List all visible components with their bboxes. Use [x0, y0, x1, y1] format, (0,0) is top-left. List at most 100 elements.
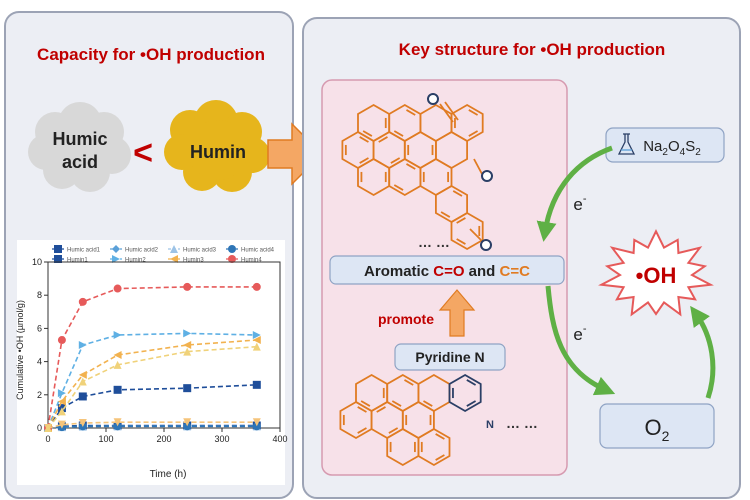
oxygen-atom-3	[480, 239, 492, 251]
chart-legend-marker	[54, 255, 62, 263]
chart-y-tick-label: 0	[37, 423, 42, 433]
chart-x-axis-label: Time (h)	[150, 469, 187, 480]
quinone-aromatic-molecule	[341, 103, 484, 251]
co-bond-label: C=O	[433, 263, 465, 280]
pyridine-nitrogen-atom: N	[486, 419, 494, 431]
chart-data-point	[183, 282, 192, 291]
pyridine-ring	[448, 373, 482, 413]
right-panel: Key structure for •OH production … … Aro…	[302, 17, 741, 499]
oh-radical-burst	[598, 229, 714, 317]
chart-data-point	[57, 389, 66, 398]
chart-legend-marker	[112, 245, 120, 253]
humic-label-line2: acid	[62, 152, 98, 172]
oh-production-chart: Humic acid1 Humic acid2 Humic acid3 Humic a…	[15, 240, 288, 485]
electron-arrow-1	[536, 145, 613, 242]
reagent-sub-3: 2	[695, 147, 701, 158]
chart-legend-marker	[170, 245, 178, 253]
chart-legend-label: Humin3	[183, 258, 204, 264]
oxygen-label: O2	[645, 415, 670, 444]
carbonyl-oxygen-group	[427, 93, 493, 251]
chart-data-point	[113, 360, 122, 369]
aromatic-prefix: Aromatic	[364, 263, 433, 280]
chart-legend-marker	[54, 245, 62, 253]
chart-legend-marker	[228, 255, 236, 263]
humic-label-line1: Humic	[52, 129, 107, 149]
cc-bond-label: C=C	[500, 263, 531, 280]
chart-data-point	[252, 342, 261, 351]
chart-x-tick-label: 0	[45, 434, 50, 444]
oh-radical-label: •OH	[636, 263, 677, 288]
chart-legend-label: Humic acid4	[241, 248, 275, 254]
chart-data-point	[78, 377, 87, 386]
o2-to-oh-arrow	[690, 305, 716, 399]
reagent-sub-1: 2	[662, 147, 668, 158]
humin-cloud: Humin	[164, 100, 270, 192]
chart-data-point	[252, 282, 261, 291]
chart-data-point	[113, 284, 122, 293]
and-label: and	[465, 263, 500, 280]
chart-data-point	[78, 392, 87, 401]
chart-background	[17, 240, 285, 485]
chart-data-point	[113, 418, 122, 427]
electron-label-2: e-	[573, 323, 586, 344]
chart-data-point	[252, 380, 261, 389]
chart-data-point	[78, 341, 87, 349]
electron-arrow-2	[545, 285, 616, 396]
chart-y-tick-label: 4	[37, 357, 42, 367]
aromatic-label-text: Aromatic C=O and C=C	[364, 263, 530, 280]
pyridine-aromatic-molecule	[339, 373, 451, 467]
molecule-ellipsis-bottom: … …	[506, 415, 538, 431]
promote-label: promote	[378, 311, 434, 327]
chart-legend-marker	[112, 255, 120, 263]
chart-series-line	[47, 332, 257, 429]
pyridine-label-box: Pyridine N	[394, 343, 506, 371]
chart-legend-label: Humic acid3	[183, 248, 217, 254]
chart-data-point	[183, 347, 192, 356]
chart-legend-label: Humic acid1	[67, 248, 101, 254]
chart-data-point	[252, 422, 261, 431]
chart-data-point	[44, 424, 52, 432]
left-panel-title: Capacity for •OH production	[37, 45, 265, 64]
reagent-sub-2: 4	[680, 147, 686, 158]
chart-x-tick-label: 200	[156, 434, 171, 444]
chart-data-point	[78, 370, 87, 379]
reagent-na: Na	[643, 138, 663, 155]
chart-legend-label: Humin1	[67, 258, 88, 264]
oxygen-atom-2	[481, 170, 493, 182]
humic-acid-cloud: Humic acid	[28, 102, 131, 192]
chart-y-axis-label: Cumulative •OH (µmol/g)	[15, 300, 25, 400]
chart-data-point	[252, 331, 261, 340]
pyridine-label-text: Pyridine N	[415, 349, 484, 365]
chart-data-point	[78, 419, 87, 428]
chart-y-tick-label: 10	[32, 257, 42, 267]
chart-data-point	[57, 407, 66, 416]
reagent-formula: Na2O4S2	[643, 138, 701, 158]
aromatic-label-box: Aromatic C=O and C=C	[329, 255, 565, 285]
chart-series-line	[47, 421, 257, 429]
chart-data-point	[183, 384, 192, 393]
chart-data-point	[252, 336, 261, 345]
chart-legend-label: Humin4	[241, 258, 262, 264]
chart-data-point	[183, 418, 192, 427]
chart-data-point	[78, 297, 87, 306]
pyridine-hexagon	[448, 373, 482, 413]
aromatic-ring-top-13	[450, 211, 484, 251]
chart-x-tick-label: 400	[272, 434, 287, 444]
aromatic-ring-bottom-7	[386, 427, 420, 467]
chart-y-tick-label: 8	[37, 290, 42, 300]
chart-data-point	[183, 422, 192, 431]
reagent-s: S	[685, 138, 695, 155]
molecule-ellipsis-top: … …	[418, 234, 450, 250]
less-than-symbol: <	[133, 134, 153, 172]
promote-arrow	[438, 289, 476, 337]
left-panel: Capacity for •OH production Humic acid <	[4, 11, 294, 499]
chart-legend-marker	[228, 245, 236, 253]
humin-label: Humin	[190, 142, 246, 162]
chart-series-line	[47, 286, 257, 429]
chart-legend-label: Humic acid2	[125, 248, 159, 254]
chart-legend-label: Humin2	[125, 258, 146, 264]
chart-data-point	[113, 385, 122, 394]
chart-data-point	[113, 331, 122, 340]
